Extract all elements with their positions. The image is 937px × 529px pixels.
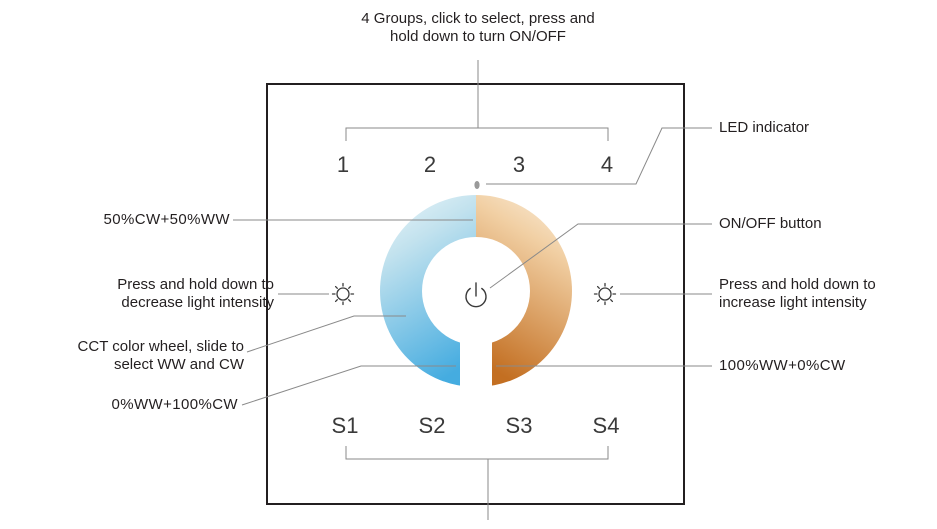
ww-full-label: 100%WW+0%CW [719,357,846,374]
callout-lines [233,60,712,520]
scene-button-s2[interactable]: S2 [419,413,446,438]
group-button-4[interactable]: 4 [601,152,613,177]
groups-callout: 4 Groups, click to select, press and hol… [318,10,638,46]
wheel-callout: CCT color wheel, slide to select WW and … [2,338,244,374]
scene-button-s1[interactable]: S1 [332,413,359,438]
on-off-label: ON/OFF button [719,215,822,232]
power-icon[interactable] [465,282,487,308]
mid-ratio-label: 50%CW+50%WW [103,211,230,228]
group-button-3[interactable]: 3 [513,152,525,177]
scenes-bracket [345,446,609,460]
wheel-callout-line2: select WW and CW [113,356,244,373]
scene-button-s4[interactable]: S4 [593,413,620,438]
scene-button-s3[interactable]: S3 [506,413,533,438]
decrease-callout: Press and hold down to decrease light in… [16,276,274,312]
on-off-leader [489,223,712,289]
wheel-leader [246,315,406,353]
sun-icon[interactable] [331,282,355,306]
cw-full-leader [241,365,456,406]
cw-full-label: 0%WW+100%CW [111,396,238,413]
led-leader [486,127,712,185]
decrease-callout-line2: decrease light intensity [121,294,274,311]
wheel-callout-line1: CCT color wheel, slide to [77,338,244,355]
increase-callout: Press and hold down to increase light in… [719,276,876,312]
group-button-1[interactable]: 1 [337,152,349,177]
wheel-cool-half [370,185,476,405]
sun-icon[interactable] [593,282,617,306]
group-button-2[interactable]: 2 [424,152,436,177]
increase-callout-line2: increase light intensity [719,294,867,311]
groups-callout-line1: 4 Groups, click to select, press and [361,10,595,27]
groups-callout-line2: hold down to turn ON/OFF [390,28,566,45]
led-indicator-dot [474,181,480,189]
cct-color-wheel[interactable] [370,185,582,405]
led-indicator-label: LED indicator [719,119,810,136]
decrease-callout-line1: Press and hold down to [117,276,274,293]
wheel-warm-half [476,185,582,405]
increase-callout-line1: Press and hold down to [719,276,876,293]
groups-bracket [345,127,609,141]
